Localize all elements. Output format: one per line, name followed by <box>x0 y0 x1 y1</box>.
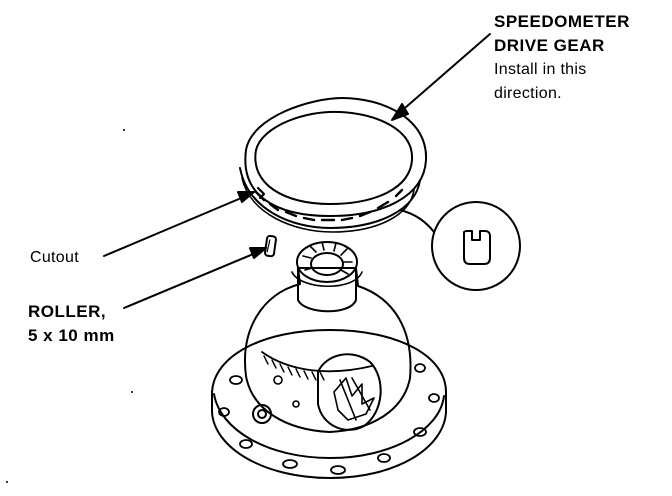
hub-splines <box>302 241 353 275</box>
cutout-leader-line <box>103 195 247 257</box>
roller-leader-arrowhead <box>249 247 267 259</box>
scan-specks <box>6 129 133 483</box>
carrier-window <box>317 353 382 431</box>
roller-leader-line <box>123 251 259 309</box>
gear-teeth <box>254 188 404 222</box>
carrier-neck <box>297 267 357 313</box>
case-bolt-small-2 <box>292 400 300 408</box>
cutout-leader-arrowhead <box>237 191 255 203</box>
carrier-flange <box>211 329 447 479</box>
leader-lines <box>103 33 491 309</box>
carrier-case-body <box>244 267 412 433</box>
differential-carrier <box>211 241 447 479</box>
case-bolt-boss <box>252 404 272 424</box>
roller-label-line1: ROLLER, <box>28 302 107 321</box>
gear-leader-arrowhead <box>391 103 409 121</box>
ring-gear-band <box>261 351 373 373</box>
speedometer-gear-note-line1: Install in this <box>494 61 587 78</box>
speedometer-gear-title-line2: DRIVE GEAR <box>494 36 605 55</box>
detail-circle <box>431 201 521 291</box>
speedometer-gear-title-line1: SPEEDOMETER <box>494 12 630 31</box>
roller-highlight <box>266 239 271 253</box>
gear-leader-line <box>397 33 491 115</box>
gear-lower-band <box>239 167 421 229</box>
speedometer-drive-gear <box>239 97 428 233</box>
detail-notch-shape <box>463 230 491 265</box>
pinion-gear <box>333 377 375 421</box>
case-bolt-center <box>257 409 267 419</box>
gear-cutout-notch <box>256 186 266 200</box>
carrier-hub-bore <box>310 252 344 276</box>
detail-leader <box>399 209 435 233</box>
carrier-hub-top <box>296 241 358 283</box>
flange-bolt-holes <box>218 363 440 475</box>
roller <box>264 234 277 258</box>
speedometer-gear-note-line2: direction. <box>494 85 562 102</box>
gear-lower-band-2 <box>241 177 415 233</box>
case-bolt-small <box>273 375 283 385</box>
roller-body <box>264 234 277 258</box>
gear-seat <box>291 271 363 288</box>
carrier-flange-rim <box>213 393 445 459</box>
roller-label-line2: 5 x 10 mm <box>28 326 115 345</box>
cutout-label: Cutout <box>30 249 79 266</box>
gear-outer-edge <box>244 97 428 217</box>
ring-gear-teeth <box>263 355 325 381</box>
gear-inner-edge <box>254 110 414 205</box>
cutout-detail-icon <box>399 201 521 291</box>
